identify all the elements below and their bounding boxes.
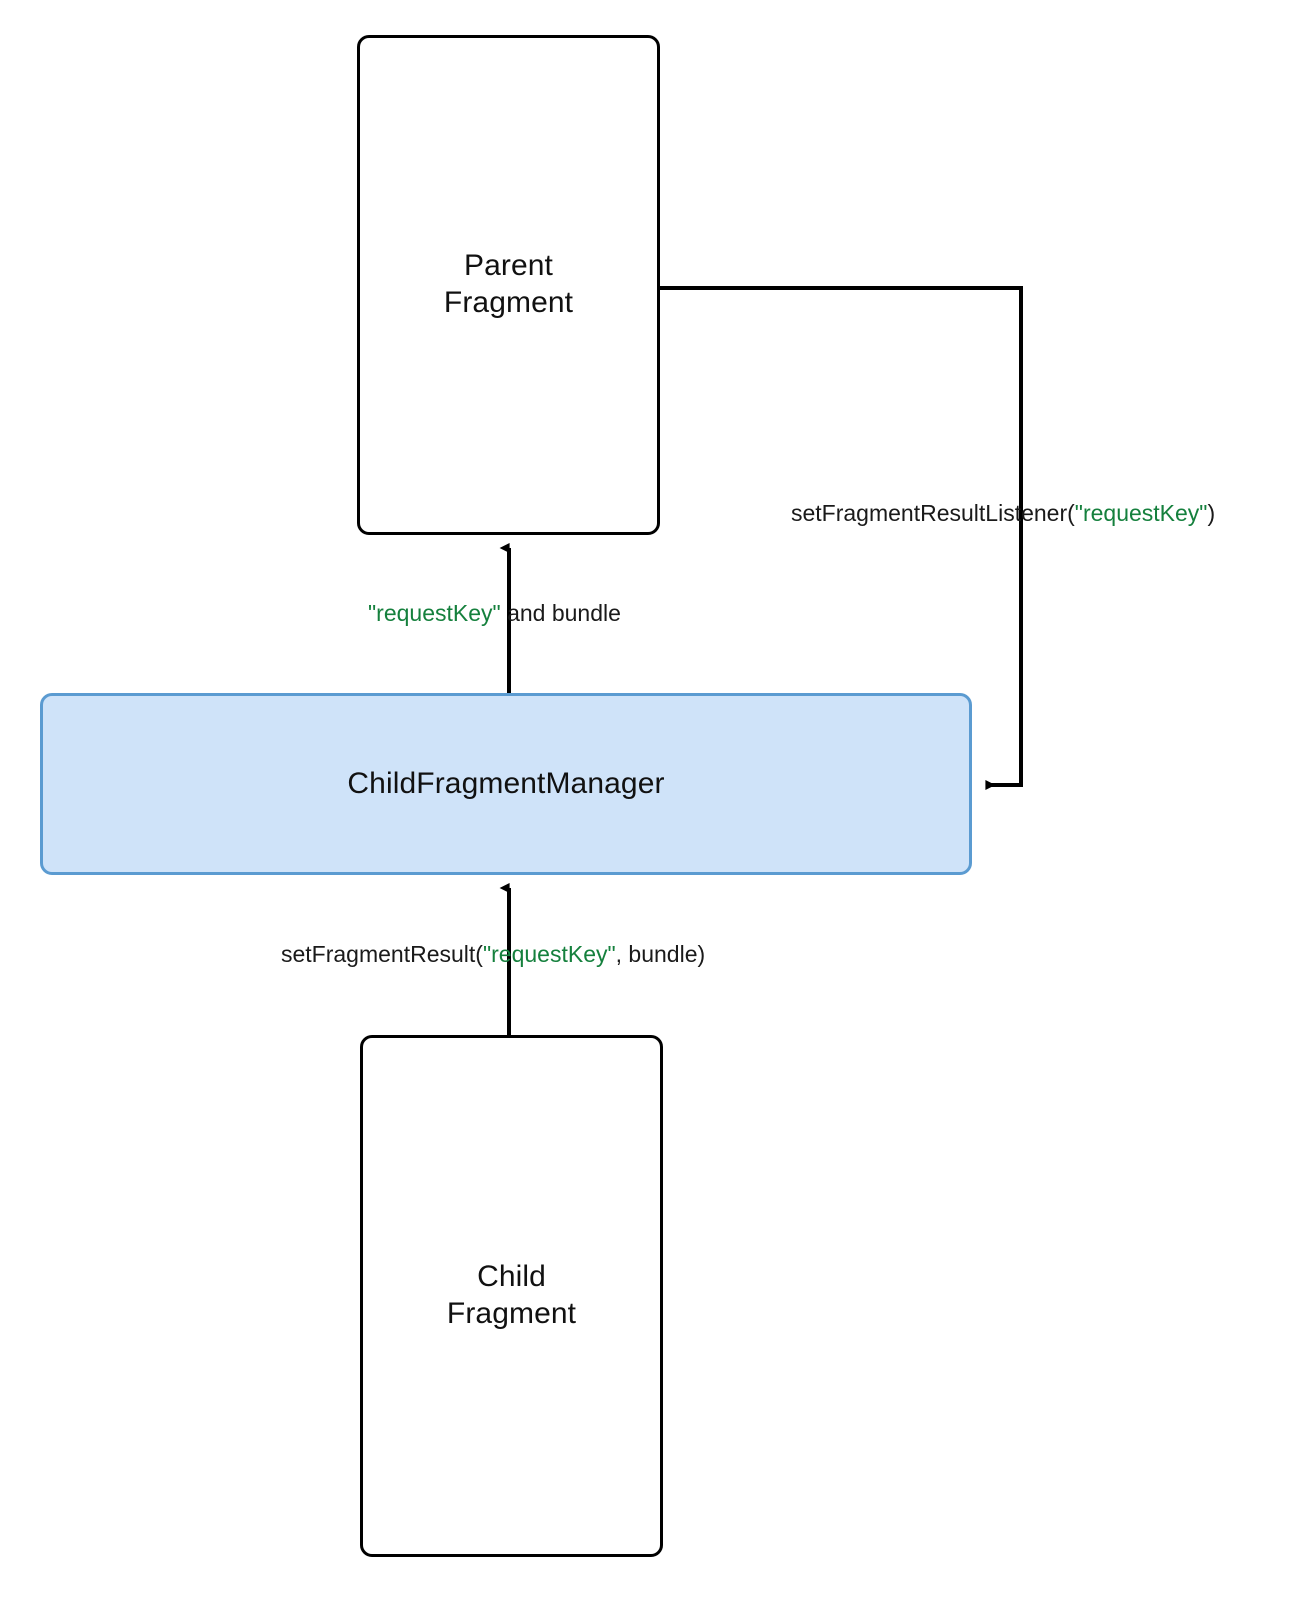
edge-label-part: setFragmentResultListener( <box>791 500 1075 526</box>
edge-label-part: ) <box>1207 500 1216 526</box>
node-child-fragment[interactable]: Child Fragment <box>360 1035 663 1557</box>
edge-label-request-key: "requestKey" <box>368 600 501 626</box>
edge-label-set-fragment-result-listener: setFragmentResultListener("requestKey") <box>791 500 1215 528</box>
edge-label-part: setFragmentResult( <box>281 941 483 967</box>
edge-label-request-key: "requestKey" <box>1074 500 1208 526</box>
edge-label-request-key: "requestKey" <box>482 941 616 967</box>
node-child-fragment-manager[interactable]: ChildFragmentManager <box>40 693 972 875</box>
connector-parent-to-manager <box>660 286 1023 790</box>
node-child-fragment-label: Child Fragment <box>446 1260 577 1330</box>
node-parent-fragment-label: Parent Fragment <box>443 249 574 319</box>
node-parent-fragment[interactable]: Parent Fragment <box>357 35 660 535</box>
edge-label-part: and bundle <box>500 600 621 626</box>
node-child-fragment-manager-label: ChildFragmentManager <box>347 766 665 800</box>
edge-label-request-key-and-bundle: "requestKey" and bundle <box>368 600 621 628</box>
edge-label-part: , bundle) <box>615 941 706 967</box>
edge-label-set-fragment-result: setFragmentResult("requestKey", bundle) <box>281 941 705 969</box>
